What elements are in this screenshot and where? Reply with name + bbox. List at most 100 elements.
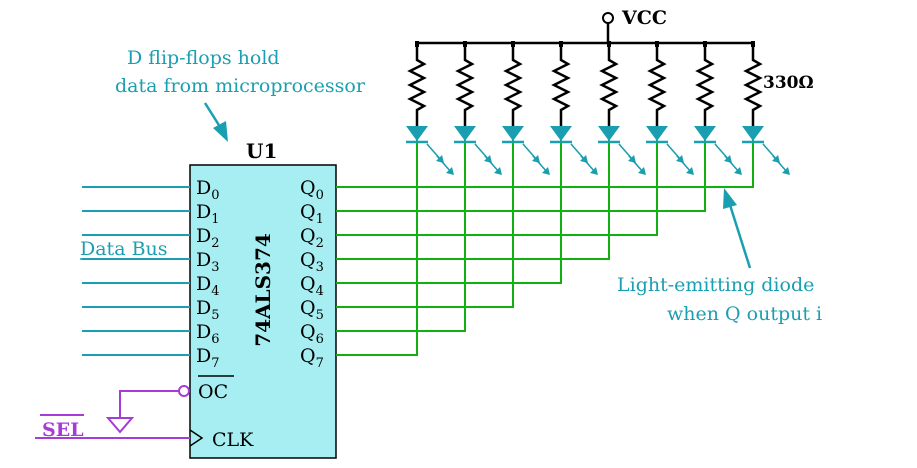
- emission-arrow-head-1: [542, 167, 550, 175]
- emission-arrow-shaft-1: [772, 155, 788, 173]
- annotation-led-line2: when Q output i: [667, 303, 822, 325]
- d-pin-label-1: D1: [196, 201, 220, 227]
- data-bus-lines: [82, 186, 190, 356]
- q-pin-subscript: 2: [316, 236, 324, 251]
- led-triangle: [406, 126, 428, 141]
- output-wire-6: [336, 140, 466, 332]
- clk-triangle: [189, 429, 204, 447]
- led-column-3: [550, 41, 598, 175]
- led-column-7: [742, 41, 790, 175]
- oc-label: OC: [198, 381, 228, 403]
- d-pin-subscript: 6: [211, 332, 219, 347]
- output-wire-5: [336, 140, 514, 308]
- q-pin-letter: Q: [300, 201, 316, 223]
- resistor: [599, 43, 619, 126]
- d-pin-subscript: 0: [211, 188, 219, 203]
- d-pin-label-3: D3: [196, 249, 220, 275]
- clk-label: CLK: [212, 429, 254, 451]
- vcc-label: VCC: [621, 7, 667, 29]
- emission-arrow-shaft-1: [676, 155, 692, 173]
- d-pin-subscript: 1: [211, 212, 219, 227]
- q-pin-letter: Q: [300, 225, 316, 247]
- output-wire-4: [336, 140, 562, 284]
- resistor: [503, 43, 523, 126]
- led-triangle: [646, 126, 668, 141]
- d-pin-letter: D: [196, 321, 211, 343]
- emission-arrow-shaft-1: [532, 155, 548, 173]
- q-pin-letter: Q: [300, 177, 316, 199]
- q-pin-subscript: 0: [316, 188, 324, 203]
- emission-arrow-head-1: [782, 167, 790, 175]
- d-pin-letter: D: [196, 177, 211, 199]
- emission-arrow-shaft-1: [484, 155, 500, 173]
- vcc-rail: [417, 23, 753, 45]
- led-triangle: [694, 126, 716, 141]
- q-pin-subscript: 6: [316, 332, 324, 347]
- d-pin-label-2: D2: [196, 225, 220, 251]
- d-pin-letter: D: [196, 297, 211, 319]
- d-pin-subscript: 4: [211, 284, 219, 299]
- q-pin-subscript: 3: [316, 260, 324, 275]
- d-pin-subscript: 5: [211, 308, 219, 323]
- emission-arrow-head-1: [446, 167, 454, 175]
- q-pin-label-3: Q3: [300, 249, 324, 275]
- led-column-4: [598, 41, 646, 175]
- output-wire-2: [336, 140, 658, 236]
- emission-arrow-head-1: [686, 167, 694, 175]
- d-pin-letter: D: [196, 201, 211, 223]
- q-pin-label-6: Q6: [300, 321, 324, 347]
- resistor-value: 330Ω: [763, 73, 814, 93]
- q-pin-label-4: Q4: [300, 273, 324, 299]
- led-column-1: [454, 41, 502, 175]
- output-wire-1: [336, 140, 706, 212]
- d-pin-label-6: D6: [196, 321, 220, 347]
- q-pin-label-1: Q1: [300, 201, 324, 227]
- d-pin-label-0: D0: [196, 177, 220, 203]
- led-triangle: [598, 126, 620, 141]
- q-pin-letter: Q: [300, 345, 316, 367]
- d-pin-subscript: 2: [211, 236, 219, 251]
- emission-arrow-head-1: [494, 167, 502, 175]
- d-pin-label-5: D5: [196, 297, 220, 323]
- d-pin-letter: D: [196, 345, 211, 367]
- emission-arrow-shaft-1: [580, 155, 596, 173]
- q-pin-subscript: 1: [316, 212, 324, 227]
- annotation-led-arrow: [723, 188, 752, 269]
- annotation-flipflops-line1: D flip-flops hold: [127, 47, 280, 69]
- emission-arrow-shaft-1: [724, 155, 740, 173]
- output-wire-7: [336, 140, 418, 356]
- emission-arrow-shaft-1: [436, 155, 452, 173]
- resistor: [407, 43, 427, 126]
- ground-symbol: [105, 417, 135, 434]
- led-column-5: [646, 41, 694, 175]
- sel-label: SEL: [42, 419, 84, 441]
- data-bus-label: Data Bus: [80, 238, 168, 260]
- chip-part-number: 74ALS374: [251, 233, 275, 347]
- chip-reference: U1: [246, 139, 277, 163]
- resistor: [551, 43, 571, 126]
- annotation-flipflops-line2: data from microprocessor: [115, 75, 366, 97]
- led-column-0: [406, 41, 454, 175]
- emission-arrow-head-1: [638, 167, 646, 175]
- q-pin-label-5: Q5: [300, 297, 324, 323]
- q-pin-subscript: 5: [316, 308, 324, 323]
- q-pin-subscript: 7: [316, 356, 324, 371]
- output-wire-0: [336, 140, 754, 188]
- d-pin-label-4: D4: [196, 273, 220, 299]
- d-pin-letter: D: [196, 225, 211, 247]
- q-pin-label-2: Q2: [300, 225, 324, 251]
- oc-bubble: [178, 385, 190, 397]
- emission-arrow-head-1: [590, 167, 598, 175]
- d-pin-label-7: D7: [196, 345, 220, 371]
- q-pin-letter: Q: [300, 249, 316, 271]
- q-pin-letter: Q: [300, 273, 316, 295]
- chip-body: [189, 164, 337, 459]
- led-triangle: [742, 126, 764, 141]
- annotation-led-line1: Light-emitting diode: [617, 274, 814, 296]
- led-triangle: [550, 126, 572, 141]
- resistor: [455, 43, 475, 126]
